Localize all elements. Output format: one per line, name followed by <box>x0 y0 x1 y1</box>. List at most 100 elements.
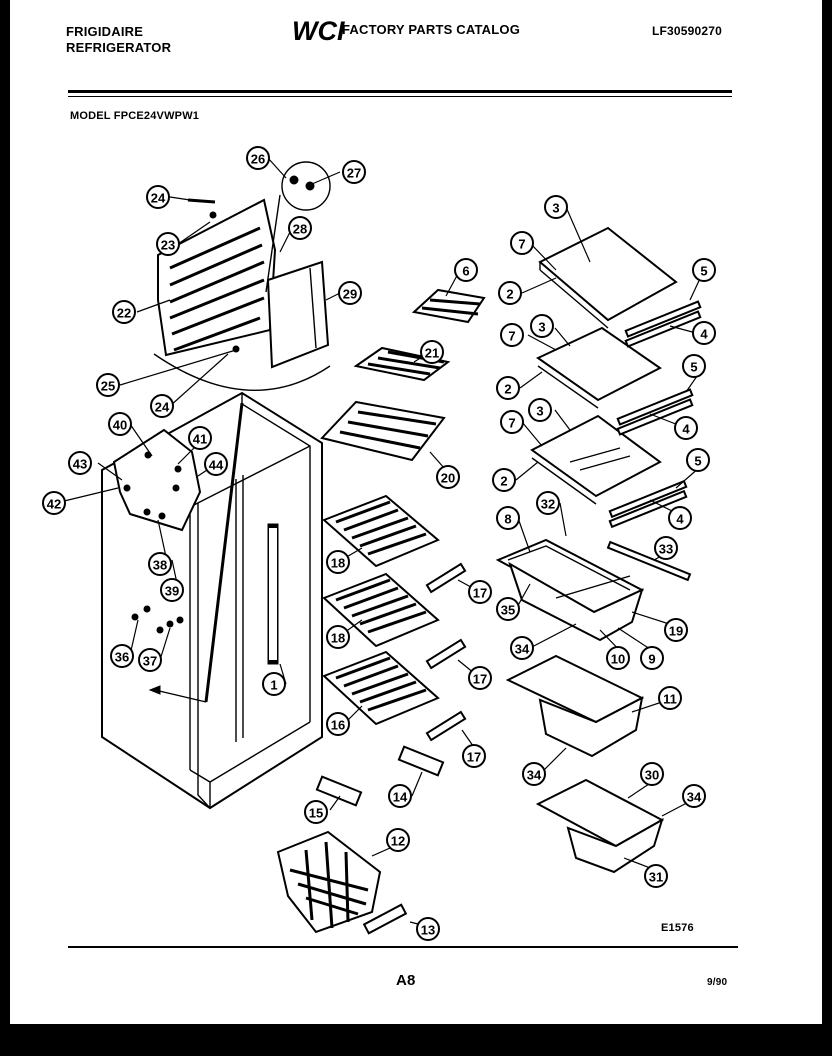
callout-5: 5 <box>682 354 706 378</box>
callout-number: 5 <box>690 360 697 375</box>
callout-circle <box>326 625 350 649</box>
callout-circle <box>522 762 546 786</box>
callout-39: 39 <box>160 578 184 602</box>
callout-35: 35 <box>496 597 520 621</box>
callout-17: 17 <box>468 580 492 604</box>
callout-circle <box>498 281 522 305</box>
callout-number: 13 <box>421 923 435 938</box>
callout-circle <box>68 451 92 475</box>
callout-circle <box>304 800 328 824</box>
callout-44: 44 <box>204 452 228 476</box>
callout-7: 7 <box>500 410 524 434</box>
exploded-parts-diagram: 2627242328222925243752647321524073441434… <box>42 146 716 941</box>
callout-number: 2 <box>500 474 507 489</box>
callout-18: 18 <box>326 625 350 649</box>
callout-number: 16 <box>331 718 345 733</box>
callout-circle <box>288 216 312 240</box>
leader-lines <box>59 157 709 930</box>
callout-number: 24 <box>155 400 170 415</box>
callout-9: 9 <box>640 646 664 670</box>
callout-number: 28 <box>293 222 307 237</box>
brand-block: FRIGIDAIRE REFRIGERATOR <box>66 24 171 56</box>
callout-23: 23 <box>156 232 180 256</box>
callout-circle <box>138 648 162 672</box>
callout-34: 34 <box>522 762 546 786</box>
callout-10: 10 <box>606 646 630 670</box>
callout-number: 9 <box>648 652 655 667</box>
callout-circle <box>640 762 664 786</box>
callout-number: 8 <box>504 512 511 527</box>
catalog-title: FACTORY PARTS CATALOG <box>342 22 521 37</box>
callout-circle <box>510 636 534 660</box>
callout-2: 2 <box>492 468 516 492</box>
page-number: A8 <box>396 972 416 989</box>
callout-13: 13 <box>416 917 440 941</box>
callout-32: 32 <box>536 491 560 515</box>
callout-14: 14 <box>388 784 412 808</box>
callout-36: 36 <box>110 644 134 668</box>
callout-circle <box>606 646 630 670</box>
callout-34: 34 <box>510 636 534 660</box>
callout-circle <box>262 672 286 696</box>
callout-number: 29 <box>343 287 357 302</box>
figure-id: E1576 <box>661 922 694 934</box>
callout-8: 8 <box>496 506 520 530</box>
callout-number: 6 <box>462 264 469 279</box>
callout-circle <box>674 416 698 440</box>
callout-circle <box>160 578 184 602</box>
callout-number: 17 <box>467 750 481 765</box>
callout-number: 3 <box>552 201 559 216</box>
callout-circle <box>654 536 678 560</box>
callout-number: 2 <box>506 287 513 302</box>
callout-number: 37 <box>143 654 157 669</box>
callout-21: 21 <box>420 340 444 364</box>
callout-number: 21 <box>425 346 439 361</box>
catalog-number: LF30590270 <box>652 24 723 38</box>
callout-circle <box>640 646 664 670</box>
callout-25: 25 <box>96 373 120 397</box>
callout-circle <box>112 300 136 324</box>
callout-number: 38 <box>153 558 167 573</box>
callout-number: 25 <box>101 379 115 394</box>
callout-29: 29 <box>338 281 362 305</box>
callout-number: 41 <box>193 432 207 447</box>
callout-22: 22 <box>112 300 136 324</box>
callout-circle <box>42 491 66 515</box>
callout-circle <box>156 232 180 256</box>
callout-circle <box>468 666 492 690</box>
evaporator-assembly <box>153 161 331 391</box>
callout-circle <box>416 917 440 941</box>
callout-number: 2 <box>504 382 511 397</box>
callout-circle <box>692 321 716 345</box>
callout-number: 7 <box>518 237 525 252</box>
callout-number: 27 <box>347 166 361 181</box>
callout-circle <box>110 644 134 668</box>
shelf-supports <box>315 562 467 935</box>
callout-number: 5 <box>694 454 701 469</box>
control-housing <box>112 428 202 634</box>
callout-number: 4 <box>676 512 684 527</box>
callout-31: 31 <box>644 864 668 888</box>
callout-circle <box>108 412 132 436</box>
callout-number: 15 <box>309 806 323 821</box>
callout-number: 35 <box>501 603 515 618</box>
callout-number: 18 <box>331 631 345 646</box>
callout-2: 2 <box>496 376 520 400</box>
callout-2: 2 <box>498 281 522 305</box>
callout-28: 28 <box>288 216 312 240</box>
callout-circle <box>664 618 688 642</box>
callout-5: 5 <box>686 448 710 472</box>
callout-circle <box>528 398 552 422</box>
callout-number: 42 <box>47 497 61 512</box>
callout-circle <box>682 784 706 808</box>
brand-name: FRIGIDAIRE <box>66 24 144 39</box>
callout-number: 36 <box>115 650 129 665</box>
callout-number: 17 <box>473 586 487 601</box>
callout-number: 34 <box>527 768 542 783</box>
shelf-rails <box>606 300 702 582</box>
callout-circle <box>436 465 460 489</box>
callout-number: 11 <box>663 692 677 707</box>
callout-27: 27 <box>342 160 366 184</box>
callout-number: 23 <box>161 238 175 253</box>
